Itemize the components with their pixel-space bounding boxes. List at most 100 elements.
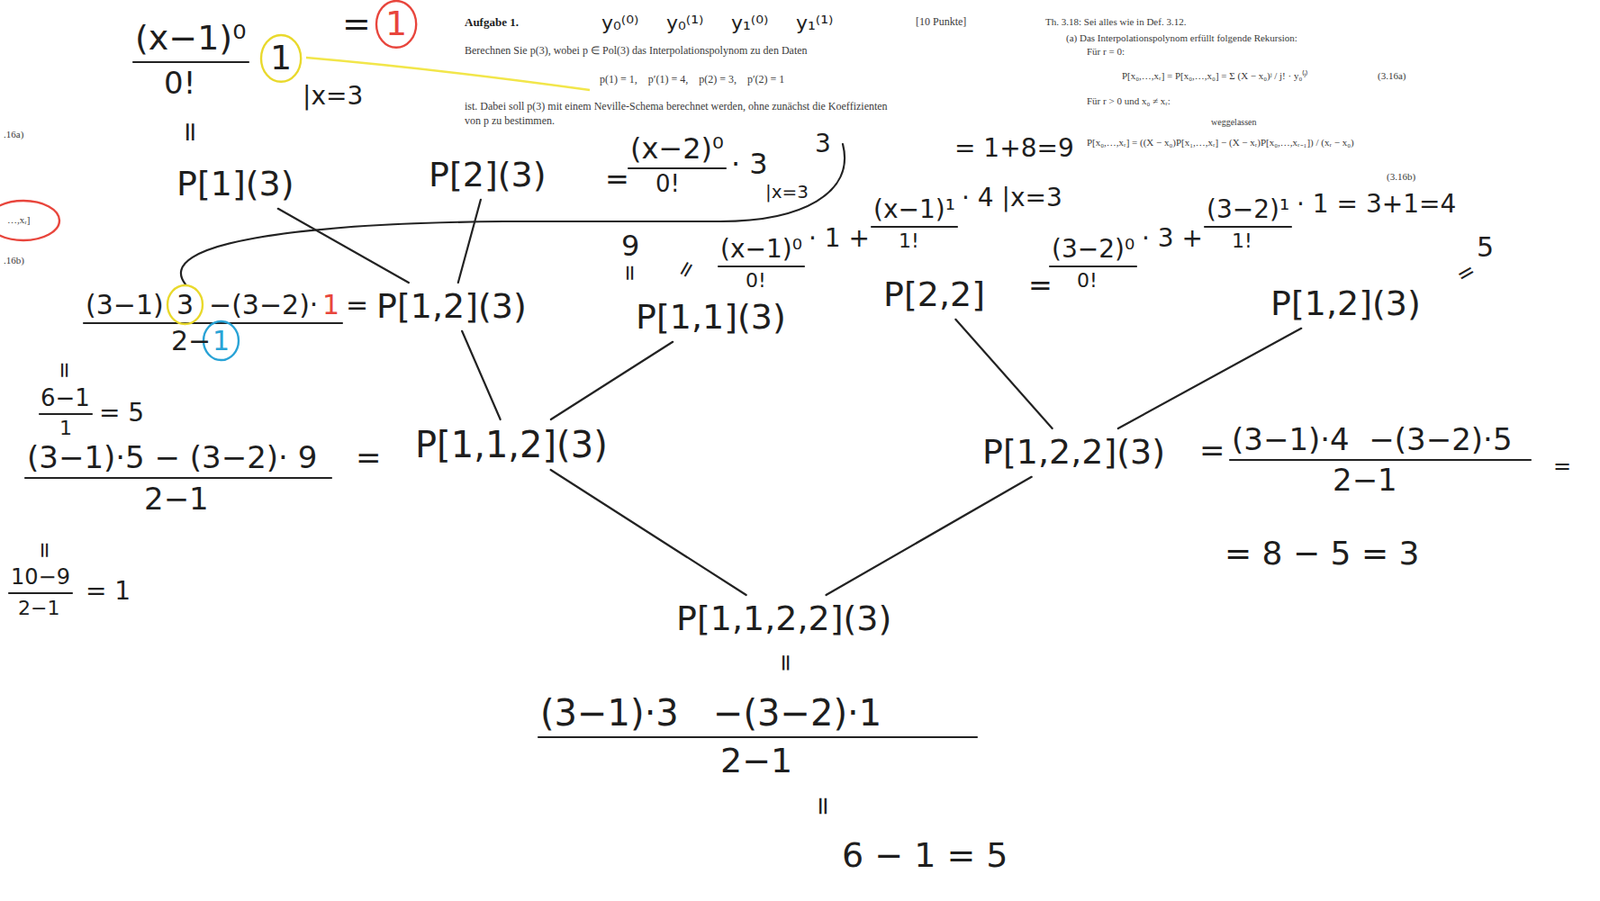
formula-text: = — [1199, 433, 1226, 468]
fraction-bar — [1049, 265, 1137, 268]
fraction-bar — [1229, 459, 1531, 462]
formula-text: = — [53, 361, 77, 380]
entry-text: P[1,1,2](3) — [415, 424, 608, 465]
formula-text: (3−2)¹ — [1206, 196, 1290, 225]
formula-text: |x=3 — [302, 82, 363, 111]
formula-text: = — [1452, 258, 1481, 289]
formula-text: 5 — [1476, 232, 1494, 263]
entry-text: P[1,1,2,2](3) — [676, 600, 892, 639]
formula-text: 6 − 1 = 5 — [841, 837, 1009, 876]
formula-text: 0! — [1076, 270, 1098, 292]
formula-text: y₀⁽⁰⁾ — [601, 12, 639, 35]
document-text: Für r > 0 und x₀ ≠ xᵣ: — [1086, 95, 1171, 107]
highlight-ring — [167, 285, 203, 325]
formula-text: y₀⁽¹⁾ — [666, 12, 704, 35]
entry-text: P[1,2,2](3) — [982, 433, 1166, 472]
formula-text: = — [33, 541, 57, 560]
entry-text: P[2](3) — [428, 156, 547, 195]
document-text: weggelassen — [1211, 117, 1257, 127]
formula-text: 3 — [176, 289, 194, 320]
fraction-bar — [628, 167, 726, 170]
formula-text: (x−2)⁰ — [630, 133, 724, 165]
formula-text: 1 — [270, 39, 292, 78]
neville-entry: P[1,1](3) — [630, 297, 792, 339]
neville-entry: P[1,1,2](3) — [409, 423, 614, 467]
document-text: Berechnen Sie p(3), wobei p ∈ Pol(3) das… — [464, 45, 808, 57]
formula-text: 10−9 — [10, 565, 71, 589]
fraction-bar — [538, 736, 977, 739]
document-text: ist. Dabei soll p(3) mit einem Neville-S… — [464, 100, 888, 113]
document-text: Für r = 0: — [1086, 45, 1125, 57]
fraction-bar — [25, 477, 332, 480]
document-text: Aufgabe 1. — [464, 16, 519, 29]
document-text: P[x₀,…,xᵣ] = P[x₀,…,x₀] = Σ (X − x₀)ʲ / … — [1121, 70, 1308, 82]
formula-text: = — [345, 289, 369, 320]
scheme-connector — [955, 319, 1052, 429]
document-text: …,xᵣ] — [7, 214, 30, 226]
formula-text: = 1+8=9 — [954, 135, 1075, 163]
scheme-connector — [826, 477, 1032, 596]
formula-text: · 1 = 3+1=4 — [1296, 190, 1456, 219]
scheme-connector — [551, 470, 747, 596]
formula-text: = — [773, 652, 800, 673]
scheme-connector — [278, 208, 409, 283]
document-text: (3.16b) — [1386, 171, 1416, 182]
formula-text: = — [176, 120, 207, 144]
formula-text: = 1 — [85, 578, 131, 606]
formula-text: = — [618, 263, 642, 282]
neville-entry: P[2](3) — [423, 154, 552, 197]
formula-text: y₁⁽⁰⁾ — [731, 12, 769, 35]
document-text: [10 Punkte] — [915, 16, 967, 28]
formula-text: 9 — [621, 230, 640, 263]
fraction-bar — [1204, 225, 1292, 228]
entry-text: P[1,2](3) — [1270, 285, 1421, 324]
fraction-bar — [9, 592, 73, 595]
formula-text: = 8 − 5 = 3 — [1224, 535, 1420, 572]
formula-text: (3−1)·3 −(3−2)·1 — [540, 693, 882, 733]
document-text: .16b) — [3, 254, 25, 266]
formula-text: = — [605, 163, 630, 196]
fraction-bar — [718, 265, 805, 268]
entry-text: P[1,2](3) — [376, 288, 527, 326]
formula-text: 1! — [1231, 230, 1253, 253]
formula-text: −(3−2)· — [208, 289, 318, 320]
formula-text: 1 — [212, 325, 230, 356]
neville-entry: P[2,2] — [877, 274, 991, 317]
fraction-bar — [871, 225, 958, 228]
formula-text: 1 — [385, 5, 407, 44]
document-text: (a) Das Interpolationspolynom erfüllt fo… — [1066, 32, 1298, 44]
neville-entry: P[1,1,2,2](3) — [670, 598, 897, 641]
formula-text: 2−1 — [1332, 463, 1398, 498]
red-ring — [0, 200, 60, 241]
formula-text: · 4 |x=3 — [961, 184, 1063, 213]
highlight-ring — [261, 35, 301, 82]
formula-text: · 3 + — [1141, 225, 1203, 254]
formula-text: · 3 — [731, 148, 769, 181]
formula-text: 2−1 — [720, 742, 793, 781]
formula-text: (3−1)·5 − (3−2)· 9 — [27, 441, 317, 475]
formula-text: = — [342, 5, 371, 44]
formula-text: 2− — [171, 325, 211, 356]
formula-text: (3−1)·4 −(3−2)·5 — [1231, 423, 1513, 457]
formula-text: 1 — [322, 289, 340, 320]
entry-text: P[1,1](3) — [635, 298, 787, 337]
formula-text: y₁⁽¹⁾ — [795, 12, 833, 35]
entry-text: P[1](3) — [176, 165, 295, 204]
neville-entry: P[1,2,2](3) — [976, 432, 1171, 474]
formula-text: (3−2)⁰ — [1051, 235, 1135, 264]
formula-text: 1 — [59, 417, 73, 440]
document-text: Th. 3.18: Sei alles wie in Def. 3.12. — [1045, 16, 1186, 28]
document-text: P[x₀,…,xᵣ] = ((X − x₀)P[x₁,…,xᵣ] − (X − … — [1086, 136, 1355, 148]
formula-text: 2−1 — [18, 597, 60, 620]
neville-entry: P[1,2](3) — [1265, 283, 1427, 326]
scheme-connector — [551, 342, 673, 420]
formula-text: (x−1)⁰ — [720, 235, 803, 264]
document-text: (3.16a) — [1377, 70, 1406, 82]
formula-text: 0! — [745, 270, 767, 292]
highlight-ring — [376, 0, 416, 48]
scheme-connector — [1118, 328, 1302, 429]
formula-text: · 1 + — [808, 225, 870, 254]
neville-entry: P[1,2](3) — [370, 286, 533, 328]
formula-text: 6−1 — [40, 385, 91, 412]
